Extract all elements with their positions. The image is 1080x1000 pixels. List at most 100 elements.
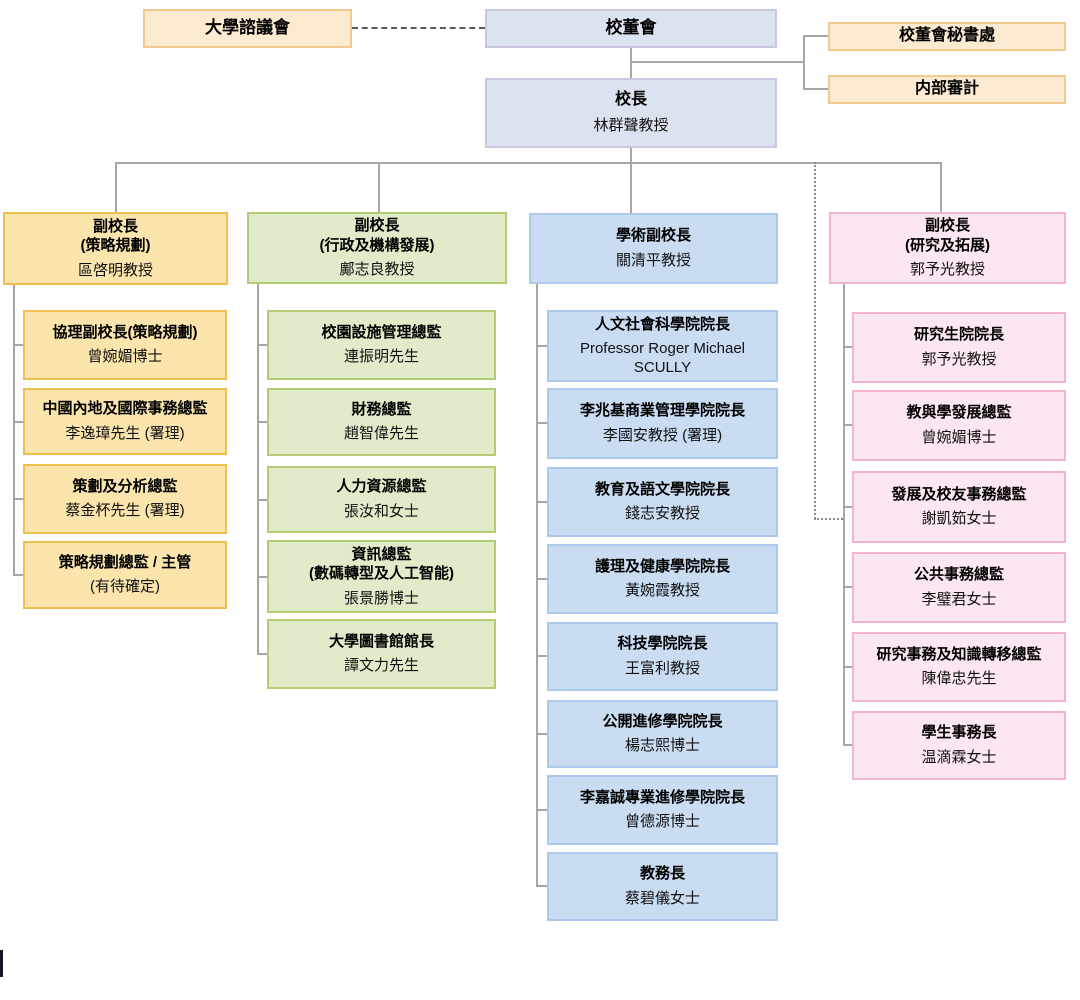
node-board-secretariat: 校董會秘書處: [828, 22, 1066, 51]
connector-dotted-horizontal: [814, 518, 843, 520]
connector-line: [940, 162, 942, 213]
node-title: 人力資源總監: [336, 478, 427, 496]
connector-line: [13, 285, 15, 576]
connector-line: [843, 744, 853, 746]
connector-line: [257, 344, 268, 346]
node-name: 黃婉霞教授: [624, 582, 700, 600]
node-title: 策劃及分析總監: [72, 477, 178, 495]
node-title: 教育及語文學院院長: [594, 480, 730, 498]
node-university-council: 大學諮議會: [143, 9, 352, 48]
connector-line: [536, 345, 548, 347]
node-title: 協理副校長(策略規劃): [52, 323, 198, 341]
node-title: 公開進修學院院長: [602, 712, 723, 730]
connector-line: [630, 48, 632, 79]
node-name: 李國安教授 (署理): [602, 426, 723, 444]
node-name: 張汝和女士: [343, 502, 419, 520]
node-title: 大學諮議會: [205, 18, 290, 38]
node-title: 教務長: [639, 865, 685, 883]
connector-line: [843, 506, 853, 508]
connector-line: [803, 35, 805, 90]
node-title: 學術副校長: [615, 227, 691, 245]
org-node: 資訊總監 (數碼轉型及人工智能) 張景勝博士: [267, 540, 496, 613]
node-name: 陳偉忠先生: [921, 670, 997, 688]
node-title: 策略規劃總監 / 主管: [58, 553, 192, 571]
node-title: 財務總監: [351, 400, 412, 418]
node-vp-admin-institutional-development: 副校長 (行政及機構發展) 鄺志良教授: [247, 212, 507, 284]
connector-line: [257, 499, 268, 501]
connector-line: [13, 421, 24, 423]
node-name: 林群聲教授: [593, 117, 669, 135]
node-title: 學生事務長: [921, 724, 997, 742]
connector-line: [536, 501, 548, 503]
node-title: 人文社會科學院院長: [594, 315, 730, 333]
node-name: 李璧君女士: [921, 590, 997, 608]
connector-dotted-vertical: [814, 162, 816, 519]
connector-line: [843, 346, 853, 348]
node-title: 科技學院院長: [617, 635, 708, 653]
connector-line: [378, 162, 380, 213]
connector-line: [630, 61, 804, 63]
node-name: 錢志安教授: [624, 505, 700, 523]
node-name: Professor Roger Michael SCULLY: [579, 340, 746, 376]
node-title: 資訊總監 (數碼轉型及人工智能): [309, 545, 454, 583]
org-node: 大學圖書館館長 譚文力先生: [267, 619, 496, 689]
node-name: 鄺志良教授: [339, 261, 415, 279]
node-title: 中國內地及國際事務總監: [42, 400, 208, 418]
connector-line: [843, 666, 853, 668]
node-name: 曾婉媚博士: [921, 428, 997, 446]
org-node: 財務總監 趙智偉先生: [267, 388, 496, 456]
connector-line: [536, 422, 548, 424]
node-title: 大學圖書館館長: [328, 632, 434, 650]
org-node: 中國內地及國際事務總監 李逸璋先生 (署理): [23, 388, 227, 455]
node-board-of-governors: 校董會: [485, 9, 777, 48]
connector-line: [843, 284, 845, 746]
connector-line: [115, 162, 942, 164]
connector-line: [843, 586, 853, 588]
node-name: 連振明先生: [343, 348, 419, 366]
connector-line: [13, 498, 24, 500]
org-node: 研究事務及知識轉移總監 陳偉忠先生: [852, 632, 1066, 702]
node-title: 研究事務及知識轉移總監: [876, 645, 1042, 663]
org-node: 教育及語文學院院長 錢志安教授: [547, 467, 778, 537]
org-node: 協理副校長(策略規劃) 曾婉媚博士: [23, 310, 227, 380]
node-title: 李兆基商業管理學院院長: [579, 402, 745, 420]
node-title: 教與學發展總監: [906, 404, 1012, 422]
org-node: 策略規劃總監 / 主管 (有待確定): [23, 541, 227, 609]
org-node: 教務長 蔡碧儀女士: [547, 852, 778, 921]
node-president: 校長 林群聲教授: [485, 78, 777, 148]
org-node: 公開進修學院院長 楊志熙博士: [547, 700, 778, 768]
connector-line: [536, 733, 548, 735]
org-node: 人力資源總監 張汝和女士: [267, 466, 496, 533]
node-name: 楊志熙博士: [624, 737, 700, 755]
node-title: 研究生院院長: [913, 326, 1004, 344]
connector-line: [630, 148, 632, 214]
connector-line: [536, 284, 538, 887]
node-title: 副校長 (研究及拓展): [905, 217, 990, 254]
node-academic-vp: 學術副校長 關清平教授: [529, 213, 778, 284]
node-vp-research-advancement: 副校長 (研究及拓展) 郭予光教授: [829, 212, 1066, 284]
org-node: 校園設施管理總監 連振明先生: [267, 310, 496, 380]
org-node: 發展及校友事務總監 謝凱筎女士: [852, 471, 1066, 543]
node-name: 譚文力先生: [343, 657, 419, 675]
node-name: 王富利教授: [624, 659, 700, 677]
org-node: 公共事務總監 李璧君女士: [852, 552, 1066, 623]
node-title: 校園設施管理總監: [321, 323, 442, 341]
org-node: 研究生院院長 郭予光教授: [852, 312, 1066, 383]
connector-line: [803, 35, 829, 37]
org-node: 教與學發展總監 曾婉媚博士: [852, 390, 1066, 461]
connector-line: [257, 653, 268, 655]
connector-line: [115, 162, 117, 213]
node-name: 郭予光教授: [921, 350, 997, 368]
connector-line: [13, 574, 24, 576]
node-name: (有待確定): [90, 578, 160, 596]
page-edge-artifact: [0, 950, 3, 977]
connector-line: [843, 424, 853, 426]
node-title: 發展及校友事務總監: [891, 485, 1027, 503]
node-title: 護理及健康學院院長: [594, 557, 730, 575]
org-node: 策劃及分析總監 蔡金杯先生 (署理): [23, 464, 227, 534]
node-name: 謝凱筎女士: [921, 510, 997, 528]
org-node: 護理及健康學院院長 黃婉霞教授: [547, 544, 778, 614]
node-title: 公共事務總監: [913, 566, 1004, 584]
org-node: 科技學院院長 王富利教授: [547, 622, 778, 691]
